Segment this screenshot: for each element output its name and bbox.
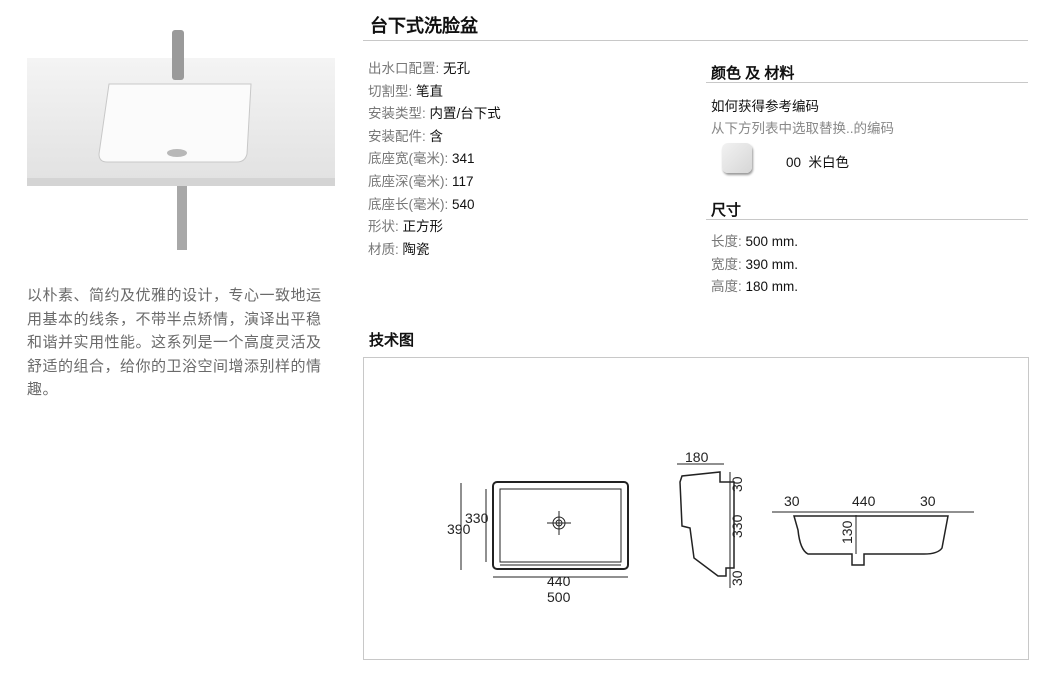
spec-value: 含	[429, 128, 444, 144]
color-swatch[interactable]	[722, 143, 752, 173]
dim-500: 500	[547, 589, 571, 605]
product-description: 以朴素、简约及优雅的设计，专心一致地运用基本的线条，不带半点矫情，演译出平稳和谐…	[27, 287, 322, 398]
dimensions-heading: 尺寸	[711, 202, 742, 219]
swatch-label: 00 米白色	[786, 151, 849, 171]
spec-label: 底座宽(毫米):	[368, 151, 452, 167]
spec-value: 117	[452, 173, 474, 189]
divider	[706, 219, 1028, 220]
technical-drawing: 390 330 440 500 180 30 330 30 30 440 30 …	[363, 357, 1029, 660]
spec-label: 安装配件:	[368, 128, 430, 144]
spec-label: 形状:	[368, 219, 403, 235]
ref-code-hint: 从下方列表中选取替换..的编码	[711, 121, 895, 136]
drawing-heading: 技术图	[369, 332, 415, 349]
divider	[363, 40, 1028, 41]
front-view: 30 440 30 130	[772, 493, 974, 566]
product-photo	[27, 22, 335, 258]
spec-row: 底座深(毫米): 117	[368, 171, 501, 194]
dim-front-left-30: 30	[784, 493, 800, 509]
dim-side-330: 330	[729, 514, 745, 538]
spec-label: 出水口配置:	[368, 61, 444, 76]
colors-heading: 颜色 及 材料	[711, 65, 795, 82]
divider	[706, 82, 1028, 83]
dimension-label: 宽度:	[711, 256, 746, 272]
spec-row: 出水口配置: 无孔	[368, 58, 501, 81]
page-title: 台下式洗脸盆	[370, 16, 478, 36]
spec-list: 出水口配置: 无孔切割型: 笔直安装类型: 内置/台下式安装配件: 含底座宽(毫…	[368, 58, 501, 261]
dimension-row: 高度: 180 mm.	[711, 276, 798, 299]
dim-front-130: 130	[839, 520, 855, 544]
swatch-name: 米白色	[808, 155, 850, 170]
top-view: 390 330 440 500	[447, 481, 629, 605]
swatch-code: 00	[786, 155, 802, 170]
spec-value: 540	[452, 196, 475, 212]
dim-440: 440	[547, 573, 571, 589]
spec-label: 安装类型:	[368, 106, 430, 122]
dim-front-440: 440	[852, 493, 876, 509]
dimension-row: 宽度: 390 mm.	[711, 254, 798, 277]
side-view: 180 30 330 30	[677, 449, 745, 588]
spec-label: 底座深(毫米):	[368, 173, 452, 189]
dim-390: 390	[447, 521, 471, 537]
dimension-value: 180 mm.	[745, 279, 799, 295]
dimension-label: 高度:	[711, 279, 746, 295]
spec-row: 安装配件: 含	[368, 126, 501, 149]
ref-code-title: 如何获得参考编码	[711, 99, 819, 114]
spec-label: 底座长(毫米):	[368, 196, 452, 212]
dim-side-bottom-30: 30	[729, 570, 745, 586]
dim-180: 180	[685, 449, 709, 465]
spec-row: 形状: 正方形	[368, 216, 501, 239]
dimension-label: 长度:	[711, 234, 746, 249]
spec-value: 341	[452, 151, 475, 167]
dimension-value: 500 mm.	[745, 234, 799, 249]
spec-value: 正方形	[402, 219, 444, 235]
dimension-value: 390 mm.	[745, 256, 799, 272]
spec-value: 内置/台下式	[429, 106, 501, 122]
spec-row: 底座宽(毫米): 341	[368, 148, 501, 171]
spec-label: 切割型:	[368, 83, 417, 99]
dimensions-list: 长度: 500 mm.宽度: 390 mm.高度: 180 mm.	[711, 231, 798, 299]
dimension-row: 长度: 500 mm.	[711, 231, 798, 254]
spec-row: 底座长(毫米): 540	[368, 194, 501, 217]
spec-value: 笔直	[416, 83, 444, 99]
spec-value: 无孔	[443, 61, 471, 76]
dim-side-top-30: 30	[729, 476, 745, 492]
spec-value: 陶瓷	[402, 241, 430, 257]
spec-row: 材质: 陶瓷	[368, 239, 501, 262]
spec-row: 切割型: 笔直	[368, 81, 501, 104]
spec-row: 安装类型: 内置/台下式	[368, 103, 501, 126]
spec-label: 材质:	[368, 241, 403, 257]
dim-front-right-30: 30	[920, 493, 936, 509]
dim-330: 330	[465, 510, 489, 526]
basin-illustration	[27, 30, 335, 250]
